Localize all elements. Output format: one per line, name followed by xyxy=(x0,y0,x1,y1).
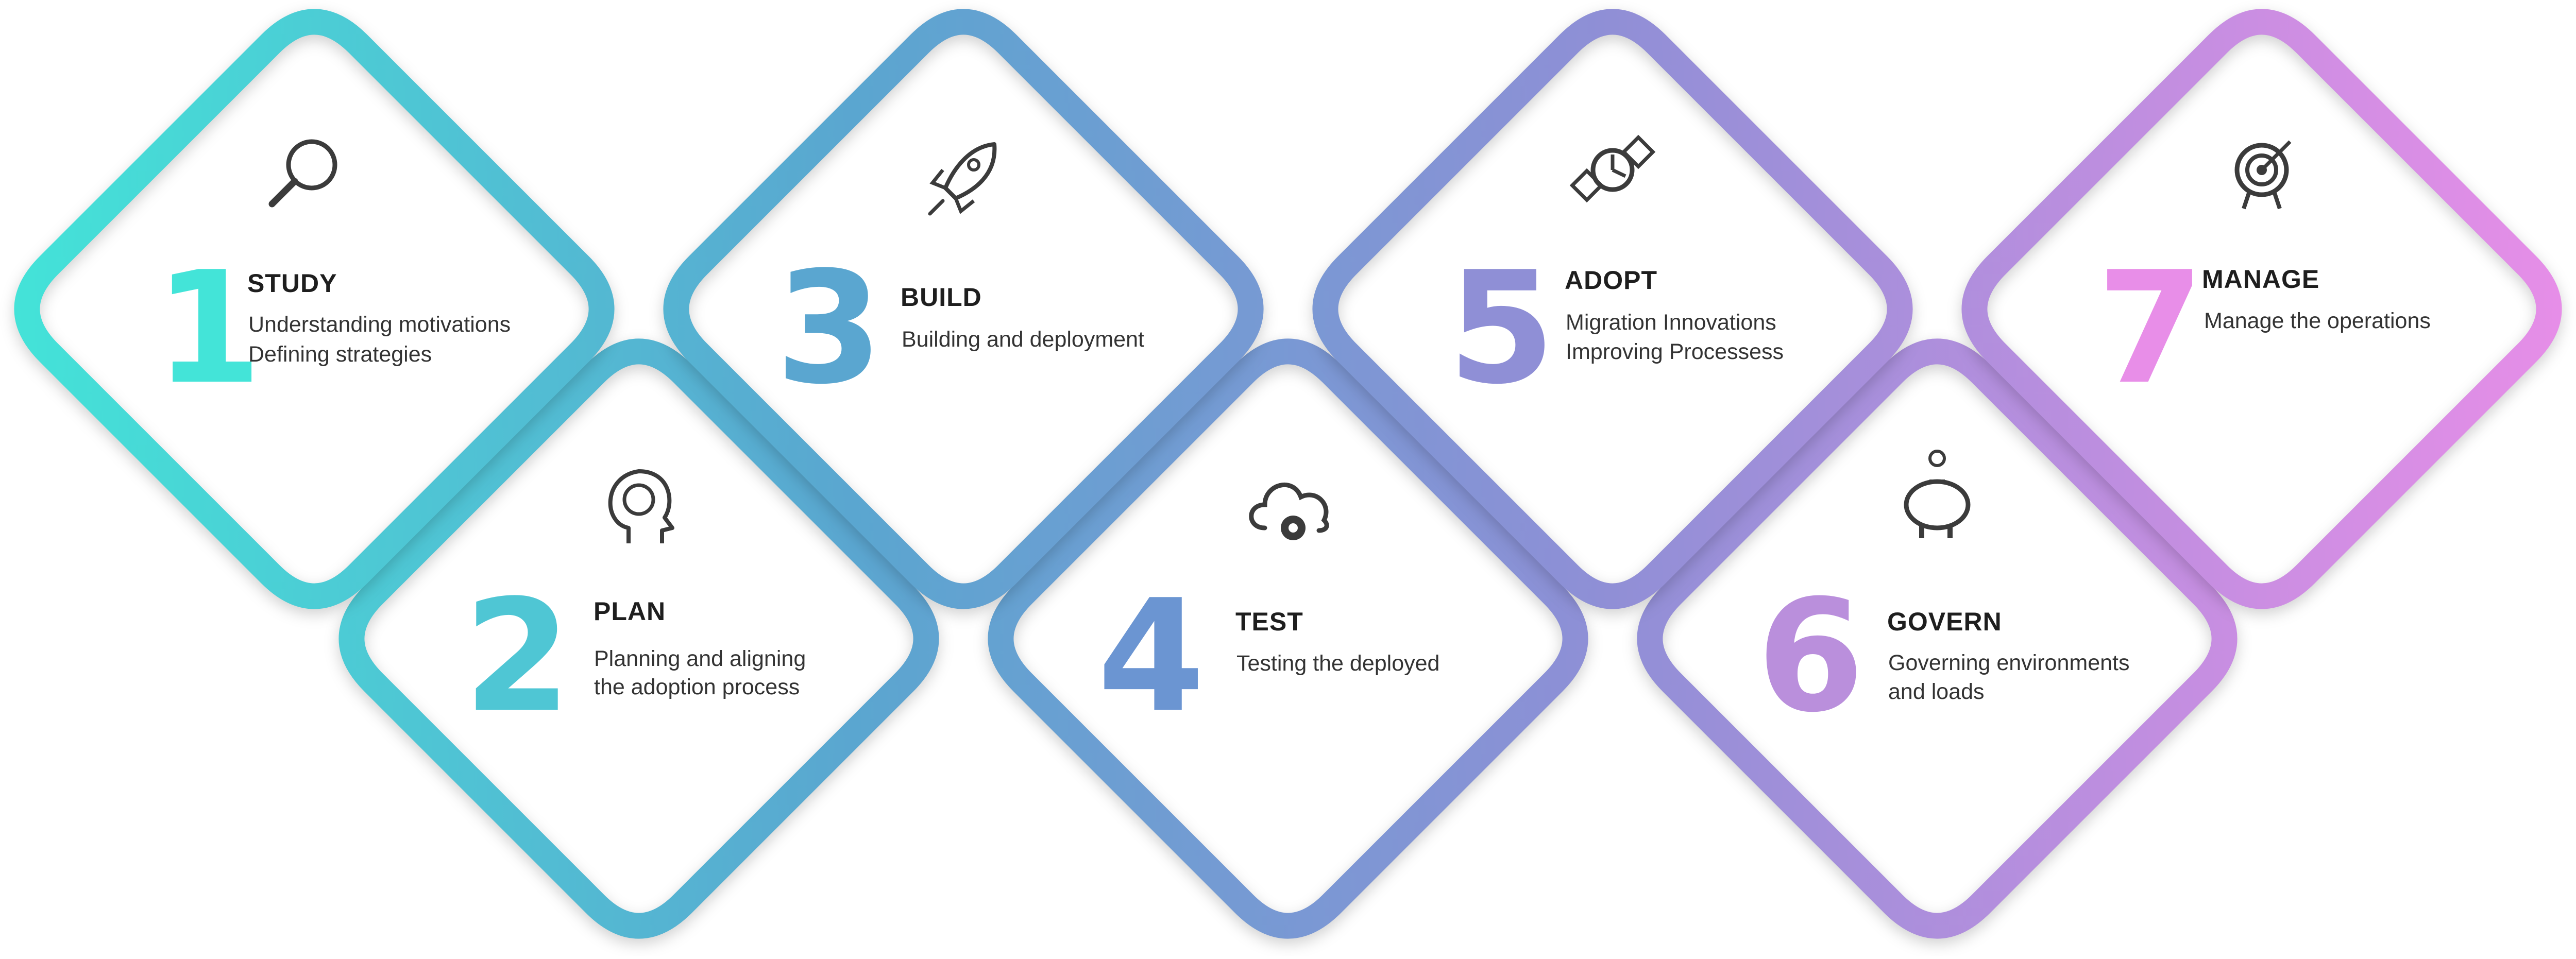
step-title: BUILD xyxy=(901,283,982,312)
step-number: 4 xyxy=(1097,567,1205,746)
magnifier-icon xyxy=(268,139,337,208)
step-title: STUDY xyxy=(247,269,337,298)
step-number: 6 xyxy=(1757,567,1865,746)
rocket-icon xyxy=(928,142,997,216)
step-description-line: Migration Innovations xyxy=(1566,310,1776,335)
diamond-outline-bottom-1 xyxy=(338,338,939,939)
step-title: ADOPT xyxy=(1565,266,1657,295)
step-description-line: Planning and aligning xyxy=(594,646,806,671)
step-description-line: Testing the deployed xyxy=(1236,651,1440,676)
step-title: MANAGE xyxy=(2202,265,2320,294)
step-title: GOVERN xyxy=(1887,607,2002,636)
diamond-outline-bottom-2-shadow xyxy=(988,344,1588,944)
cloud-gear-icon xyxy=(1249,482,1329,540)
step-number: 5 xyxy=(1448,238,1555,418)
step-number: 1 xyxy=(155,238,262,418)
step-description-line: and loads xyxy=(1888,679,1985,704)
diamond-outline-bottom-2 xyxy=(988,338,1588,939)
step-number: 2 xyxy=(464,567,571,746)
diamond-outline-bottom-3-shadow xyxy=(1637,344,2238,944)
step-number: 3 xyxy=(775,238,883,418)
diamond-outline-top-1 xyxy=(14,9,615,609)
step-number: 7 xyxy=(2097,238,2205,418)
step-description-line: the adoption process xyxy=(594,675,800,699)
diamond-outline-bottom-3 xyxy=(1637,338,2238,939)
piggy-bank-icon xyxy=(1904,450,1971,538)
satellite-icon xyxy=(1569,134,1656,203)
step-title: TEST xyxy=(1235,607,1303,636)
step-description-line: Defining strategies xyxy=(248,342,432,367)
step-title: PLAN xyxy=(594,597,666,626)
step-description-line: Governing environments xyxy=(1888,650,2130,675)
target-icon xyxy=(2234,140,2292,210)
diamond-outline-top-4 xyxy=(1961,9,2562,609)
diamond-outline-top-3 xyxy=(1312,9,1913,609)
step-description-line: Understanding motivations xyxy=(248,312,511,337)
diamond-outline-top-2 xyxy=(663,9,1264,609)
brain-head-icon xyxy=(608,469,674,543)
step-description-line: Improving Processess xyxy=(1566,339,1784,364)
diamond-outline-top-2-shadow xyxy=(663,14,1264,614)
step-description-line: Building and deployment xyxy=(902,327,1144,352)
step-description-line: Manage the operations xyxy=(2204,309,2431,333)
